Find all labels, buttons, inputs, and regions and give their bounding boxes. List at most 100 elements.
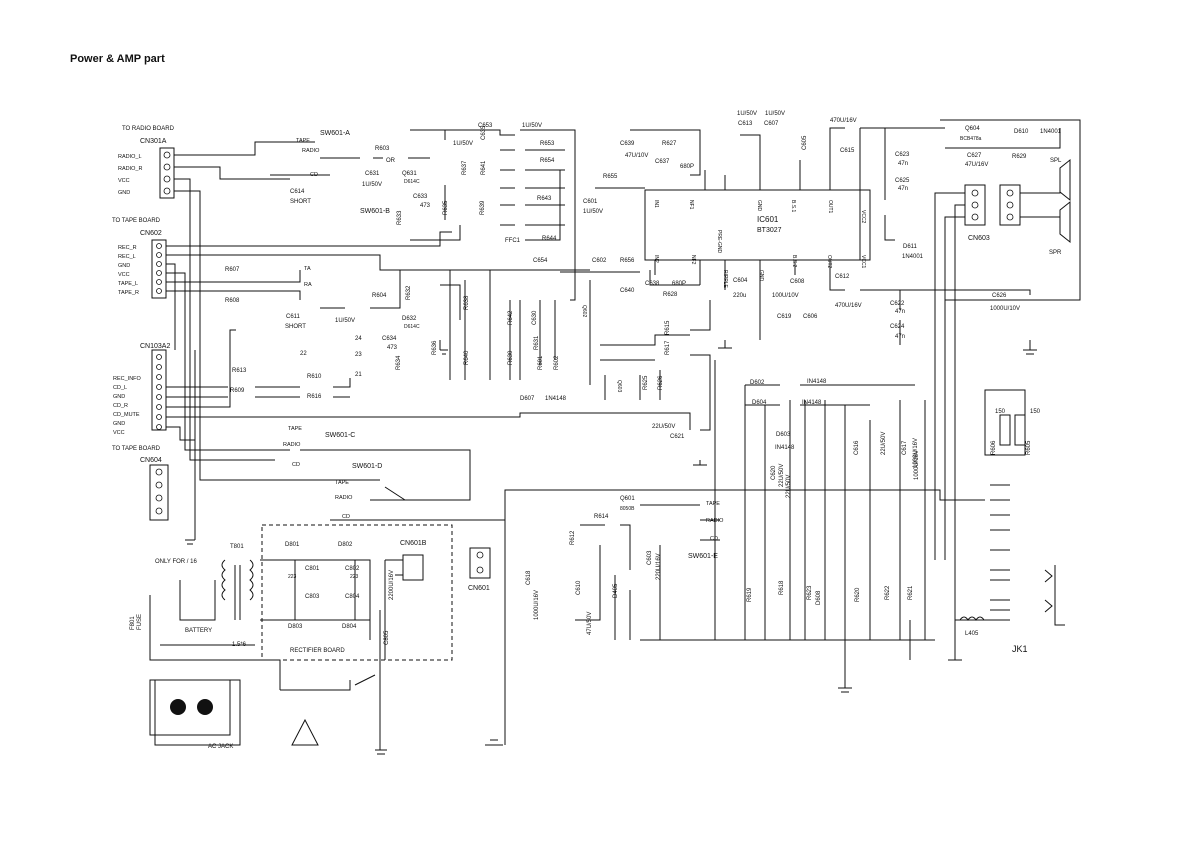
label-labels-c627: C627 [967,153,982,159]
label-connectors-cn604-ref: CN604 [140,457,162,464]
label-labels-d804: D804 [342,624,357,630]
label-labels-c634v: 473 [387,345,398,351]
label-ic-pins-11: B.S.2 [791,255,797,267]
label-connectors-cn301a-board: TO RADIO BOARD [122,126,175,132]
wiring [149,119,1081,755]
label-labels-n47: 47n [895,309,905,315]
label-switches-tape: TAPE [335,480,349,486]
label-labels-spr: SPR [1049,250,1062,256]
page-title: Power & AMP part [70,53,165,65]
label-labels-c634: C634 [382,336,397,342]
label-labels-c635: C635 [481,125,487,140]
label-switches-cd: CD [310,172,318,178]
label-labels-c615v: 470U/16V [830,118,857,124]
label-labels-r616: R616 [307,394,322,400]
label-labels-c639: C639 [620,141,635,147]
label-labels-c616: C616 [854,440,860,455]
label-labels-n21: 21 [355,372,362,378]
label-labels-or1: OR [386,158,396,164]
label-labels-c604: C604 [733,278,748,284]
label-labels-r639: R639 [480,200,486,215]
connector-cn602 [151,239,167,299]
label-connectors-cn103a2-ref: CN103A2 [140,343,170,350]
label-switches-cd: CD [710,536,718,542]
label-labels-r655: R655 [603,174,618,180]
label-ic-pins-13: VCC1 [860,255,866,269]
label-connectors-cn103a2-pins-3: CD_R [113,403,128,409]
label-labels-r641: R641 [481,160,487,175]
label-switches-radio: RADIO [302,148,320,154]
resistor-r605-body [1014,414,1026,446]
label-labels-c630: C630 [532,310,538,325]
label-transistors-q604_part: BCB478a [960,136,982,142]
label-labels-r656: R656 [620,258,635,264]
label-labels-c801: C801 [305,566,320,572]
label-labels-c635v: 1U/50V [453,141,473,147]
label-labels-d607: D607 [520,396,535,402]
label-switches-radio: RADIO [706,518,724,524]
label-transistors-q601: Q601 [620,496,635,502]
label-ic-pins-7: IN2 [653,255,659,263]
label-labels-c617: C617 [902,440,908,455]
label-labels-d405: D405 [613,583,619,598]
label-labels-r608: R608 [225,298,240,304]
label-labels-r629: R629 [1012,154,1027,160]
label-labels-r603: R603 [375,146,390,152]
label-connectors-cn301a-pins-3: GND [118,190,130,196]
label-labels-c637v: 680P [680,164,694,170]
label-labels-c616v: 22U/50V [881,432,887,455]
component-labels: TO RADIO BOARDCN301ARADIO_LRADIO_RVCCGND… [112,111,1062,750]
label-transistors-q604: Q604 [965,126,980,132]
label-labels-n47: 47n [898,161,908,167]
label-connectors-cn602-board: TO TAPE BOARD [112,218,161,224]
label-labels-c605: C605 [802,135,808,150]
label-labels-c621: C621 [670,434,685,440]
label-switches-cd: CD [342,514,350,520]
label-labels-r637: R637 [462,160,468,175]
label-labels-r627: R627 [662,141,677,147]
label-transistors-q602: Q602 [581,305,587,317]
label-labels-in4148: IN4148 [775,445,795,451]
label-labels-r607: R607 [225,267,240,273]
label-labels-c639v: 47U/10V [625,153,648,159]
label-labels-r626: R626 [658,375,664,390]
label-labels-c614: C614 [290,189,305,195]
label-labels-c654: C654 [533,258,548,264]
label-ic-ref: IC601 [757,215,779,224]
label-labels-c602: C602 [592,258,607,264]
label-switches-sw601c: SW601-C [325,432,355,439]
label-switches-ra: RA [304,282,312,288]
label-labels-r612: R612 [570,530,576,545]
label-labels-c603: C603 [647,550,653,565]
label-labels-acjack: AC JACK [208,744,233,750]
label-labels-r613: R613 [232,368,247,374]
connector-cn601b [402,554,424,581]
label-ic-pins-3: GND [756,200,762,212]
label-labels-c638v: 680P [672,281,686,287]
label-labels-r628: R628 [663,292,678,298]
label-connectors-cn602-pins-0: REC_R [118,245,137,251]
label-labels-r631: R631 [534,335,540,350]
label-labels-c625: C625 [895,178,910,184]
label-labels-c626v: 1000U/10V [990,306,1020,312]
label-transistors-d632_part: D614C [404,324,420,330]
label-labels-spl: SPL [1050,158,1062,164]
label-labels-c613v: 1U/50V [737,111,757,117]
label-labels-c803: C803 [305,594,320,600]
label-labels-r632: R632 [406,285,412,300]
label-transistors-q631: Q631 [402,171,417,177]
label-switches-sw601d: SW601-D [352,463,382,470]
label-labels-n22: 22 [300,351,307,357]
label-labels-d611_part: 1N4001 [902,254,924,260]
label-labels-d610_part: 1N4001 [1040,129,1062,135]
label-labels-c620v: 22U/50V [779,464,785,487]
label-labels-d604: D604 [752,400,767,406]
label-labels-r635: R635 [443,200,449,215]
label-labels-r642: R642 [508,310,514,325]
label-ic-pins-12: OUT2 [826,255,832,269]
label-labels-r601: R601 [538,355,544,370]
label-switches-tape: TAPE [706,501,720,507]
label-labels-c610v: 47U/50V [587,612,593,635]
label-connectors-cn604-board: TO TAPE BOARD [112,446,161,452]
